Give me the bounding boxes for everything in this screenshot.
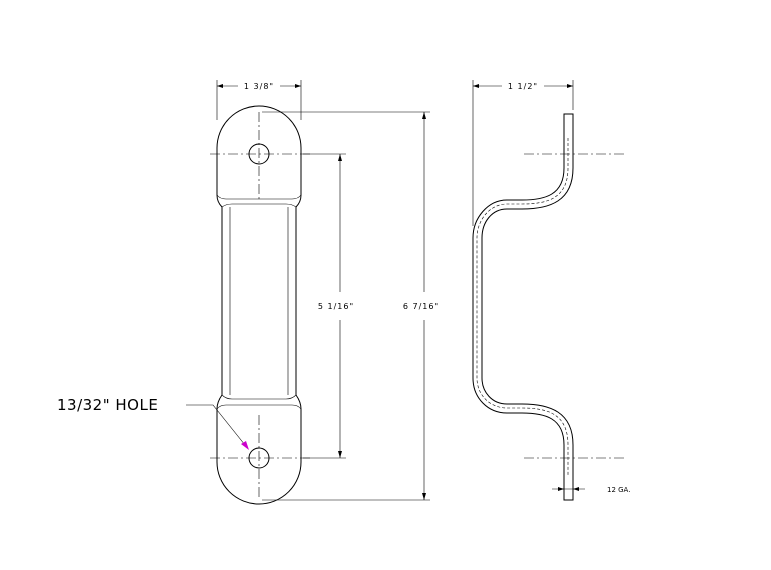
width-front-arrow-right xyxy=(295,84,301,88)
hole-leader-line xyxy=(186,404,246,446)
width-front-arrow-left xyxy=(217,84,223,88)
side-profile-outer xyxy=(472,113,574,501)
overall-arrow-bottom xyxy=(422,493,426,500)
width-side-label: 1 1/2" xyxy=(508,82,538,91)
gauge-label: 12 GA. xyxy=(607,486,630,494)
gauge-arrow-left xyxy=(558,487,564,491)
side-profile-hidden xyxy=(476,138,569,476)
bottom-band-upper xyxy=(221,394,297,400)
front-outline xyxy=(216,105,302,505)
top-band-lower xyxy=(221,203,297,208)
hole-leader-arrow xyxy=(241,441,249,450)
hole-callout-label: 13/32" HOLE xyxy=(57,396,158,414)
width-side-arrow-left xyxy=(473,84,479,88)
overall-arrow-top xyxy=(422,112,426,119)
hole-spacing-arrow-bottom xyxy=(338,451,342,458)
front-view: 1 3/8" 5 1/16" 6 7/16" 13/32" HOLE xyxy=(57,80,439,505)
width-side-arrow-right xyxy=(567,84,573,88)
width-front-label: 1 3/8" xyxy=(244,82,274,91)
overall-length-label: 6 7/16" xyxy=(403,302,439,311)
gauge-arrow-right xyxy=(573,487,579,491)
side-view: 1 1/2" 12 GA. xyxy=(472,80,630,501)
hole-spacing-label: 5 1/16" xyxy=(318,302,354,311)
hole-spacing-arrow-top xyxy=(338,154,342,161)
bottom-band xyxy=(216,404,302,410)
